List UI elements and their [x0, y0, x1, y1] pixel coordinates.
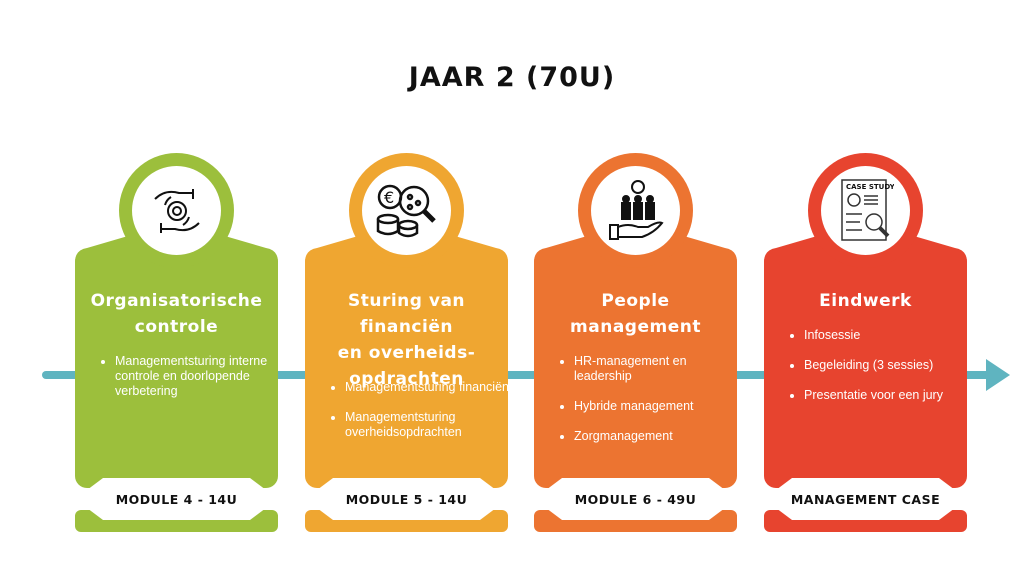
bullet-list: Managementsturing financiënManagementstu… [329, 380, 515, 455]
card-title-line: controle [134, 317, 219, 337]
hand-people-gear-icon [591, 166, 680, 255]
timeline-arrow-icon [986, 359, 1010, 391]
bullet-item: HR-management en leadership [574, 354, 744, 384]
card-title: Sturing van financiën en overheids-opdrac… [305, 288, 508, 392]
card-title: Organisatorische controle [75, 288, 278, 340]
card-title-line: Eindwerk [819, 291, 912, 311]
icon-circle [119, 153, 234, 268]
card-body [534, 250, 737, 488]
card-title-line: Organisatorische [90, 291, 263, 311]
card-title-line: opdrachten [349, 369, 464, 389]
coins-euro-search-icon: € [362, 166, 451, 255]
card-title-line: People [601, 291, 670, 311]
module-card: CASE STUDY EindwerkInfosessieBegeleiding… [764, 150, 967, 534]
card-title-line: Sturing van financiën [347, 291, 466, 337]
module-card: PeoplemanagementHR-management en leaders… [534, 150, 737, 534]
icon-circle [578, 153, 693, 268]
icon-circle: CASE STUDY [808, 153, 923, 268]
icon-circle: € [349, 153, 464, 268]
bullet-item: Zorgmanagement [574, 429, 744, 444]
bullet-list: Managementsturing interne controle en do… [99, 354, 285, 414]
bullet-item: Presentatie voor een jury [804, 388, 974, 403]
bullet-item: Managementsturing interne controle en do… [115, 354, 285, 399]
bullet-item: Managementsturing financiën [345, 380, 515, 395]
page-title: JAAR 2 (70U) [408, 62, 616, 93]
bullet-list: HR-management en leadershipHybride manag… [558, 354, 744, 459]
module-label: MODULE 6 - 49U [548, 478, 723, 520]
case-study-text: CASE STUDY [846, 183, 894, 191]
bullet-item: Infosessie [804, 328, 974, 343]
bullet-list: InfosessieBegeleiding (3 sessies) Present… [788, 328, 974, 418]
bullet-item: Hybride management [574, 399, 744, 414]
card-body [75, 250, 278, 488]
module-card: € Sturing van financiën en overheids-opdr… [305, 150, 509, 534]
bullet-item: Begeleiding (3 sessies) [804, 358, 974, 373]
hands-gear-icon [132, 166, 221, 255]
case-study-icon: CASE STUDY [821, 166, 910, 255]
module-label: MANAGEMENT CASE [778, 478, 953, 520]
card-body [764, 250, 967, 488]
card-body [305, 250, 508, 488]
card-title-line: management [570, 317, 701, 337]
card-title-line: en overheids- [337, 343, 476, 363]
timeline-line [42, 371, 992, 379]
module-label: MODULE 5 - 14U [319, 478, 494, 520]
module-label: MODULE 4 - 14U [89, 478, 264, 520]
bullet-item: Managementsturing overheidsopdrachten [345, 410, 515, 440]
module-card: OrganisatorischecontroleManagementsturin… [75, 150, 278, 534]
card-title: People management [534, 288, 737, 340]
svg-text:€: € [384, 188, 394, 207]
card-title: Eindwerk [764, 288, 967, 314]
